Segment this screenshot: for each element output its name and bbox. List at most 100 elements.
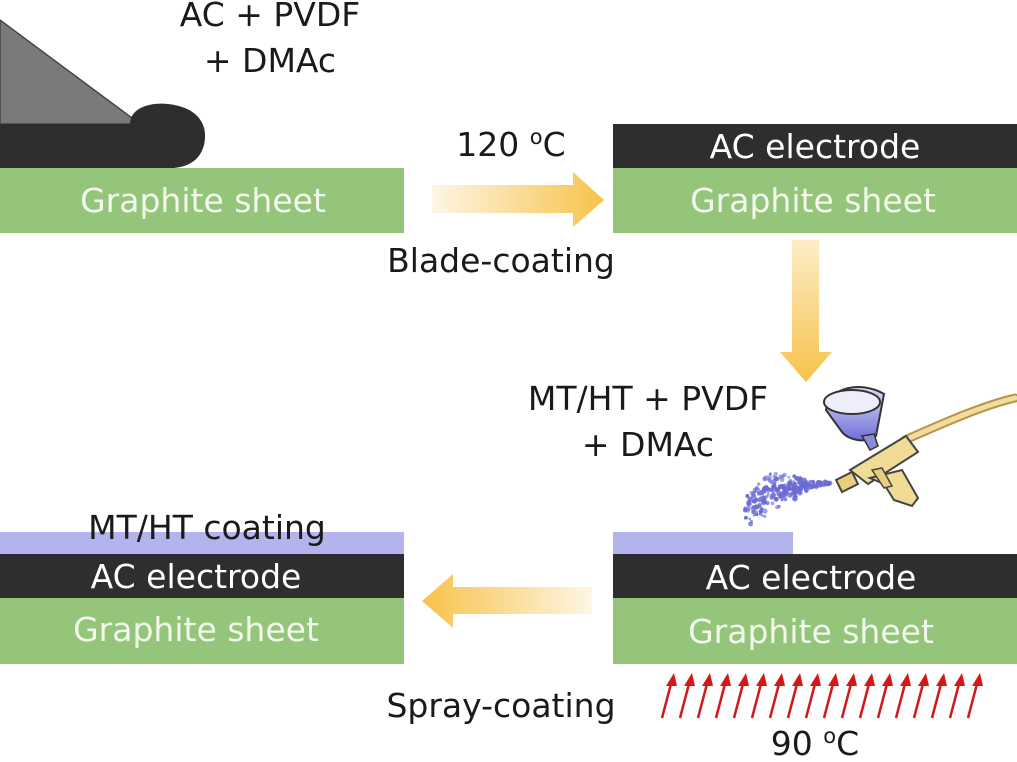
heat-arrow-head: [882, 673, 893, 686]
heat-arrow-shaft: [678, 679, 692, 719]
spray-particle: [754, 512, 759, 516]
electrode-stack-1: AC electrode Graphite sheet: [613, 124, 1017, 233]
ac-electrode-label-2: AC electrode: [706, 558, 917, 597]
graphite-sheet-3: [613, 598, 1017, 664]
heat-arrow-shaft: [912, 679, 926, 719]
spray-particle: [745, 508, 751, 513]
heat-arrow-head: [828, 673, 839, 686]
spray-particle: [765, 494, 769, 499]
wet-ac-layer: [0, 124, 175, 168]
spray-particle: [760, 490, 763, 493]
heat-arrow-head: [720, 673, 731, 686]
spray-particle: [794, 485, 798, 489]
heat-arrow-shaft: [714, 679, 728, 719]
spray-particle: [795, 477, 799, 481]
spray-particle: [750, 506, 757, 512]
graphite-sheet-label-2: Graphite sheet: [690, 181, 936, 220]
spray-particle: [782, 472, 787, 478]
spray-particle: [787, 475, 791, 479]
heat-arrow-head: [702, 673, 713, 686]
spray-particle: [773, 471, 778, 477]
spray-particle: [799, 477, 803, 481]
graphite-sheet-label-4: Graphite sheet: [73, 610, 319, 649]
spray-particle: [754, 497, 758, 502]
spray-particle: [770, 501, 775, 506]
arrow-left-step2: [422, 574, 592, 628]
spray-particle: [764, 485, 769, 489]
arrow-right-step1: [432, 172, 604, 227]
spray-particle: [824, 482, 827, 485]
spray-particle: [774, 477, 778, 481]
spray-particle: [752, 514, 756, 517]
spray-particle: [783, 486, 786, 489]
heat-arrow-shaft: [768, 679, 782, 719]
spray-particle: [767, 492, 770, 496]
spray-particle: [775, 505, 779, 510]
spray-materials-line2: + DMAc: [582, 425, 714, 464]
spray-particle: [744, 516, 747, 520]
heat-arrow-head: [756, 673, 767, 686]
step2-process-label: Spray-coating: [386, 686, 615, 725]
graphite-sheet-label-3: Graphite sheet: [688, 612, 934, 651]
spray-particle: [820, 480, 824, 484]
heat-arrow-shaft: [822, 679, 836, 719]
spray-particle: [776, 490, 782, 497]
spray-particle: [791, 483, 796, 488]
spray-gun-icon: [823, 386, 1017, 508]
spray-particle: [748, 521, 753, 527]
step2-temperature: 90 oC: [771, 724, 859, 762]
heat-arrow-head: [846, 673, 857, 686]
heat-arrow-shaft: [750, 679, 764, 719]
heat-arrow-head: [954, 673, 965, 686]
spray-particle: [775, 487, 779, 491]
heat-arrow-head: [972, 673, 983, 686]
spray-particle: [798, 480, 805, 487]
heat-arrows: [660, 673, 983, 719]
step1-process-label: Blade-coating: [387, 241, 615, 280]
doctor-blade-icon: [0, 19, 143, 125]
spray-particle: [745, 494, 750, 498]
ac-electrode-label-3: AC electrode: [91, 557, 302, 596]
spray-particle: [758, 512, 763, 516]
spray-particle: [787, 485, 791, 490]
blade-coating-stage: Graphite sheet AC + PVDF + DMAc: [0, 0, 404, 233]
spray-particle: [782, 490, 789, 496]
coating-partial: [613, 532, 793, 554]
ac-electrode-3: [0, 554, 404, 598]
spray-particle: [780, 498, 784, 502]
spray-particle: [809, 479, 812, 483]
heat-arrow-shaft: [804, 679, 818, 719]
spray-particle: [772, 475, 775, 478]
heat-arrow-shaft: [858, 679, 872, 719]
spray-particle: [763, 514, 767, 519]
electrode-stack-2: AC electrode Graphite sheet: [613, 532, 1017, 664]
spray-particle: [787, 480, 792, 486]
spray-particle: [787, 492, 793, 498]
heat-arrow-shaft: [876, 679, 890, 719]
graphite-sheet-2: [613, 168, 1017, 233]
heat-arrow-shaft: [786, 679, 800, 719]
spray-particle: [759, 509, 762, 512]
step1-temperature: 120 oC: [456, 125, 565, 164]
spray-particle: [797, 490, 803, 496]
spray-particle: [757, 482, 761, 486]
spray-particle: [767, 475, 772, 480]
spray-particle: [804, 487, 809, 493]
heat-arrow-head: [900, 673, 911, 686]
spray-particle: [765, 500, 770, 506]
blade-materials-line2: + DMAc: [204, 41, 336, 80]
spray-particle: [756, 510, 759, 513]
spray-particle: [768, 472, 772, 476]
spray-particle: [748, 517, 751, 521]
spray-particle: [792, 495, 798, 502]
spray-particles: [742, 471, 833, 527]
spray-particle: [808, 483, 812, 487]
blade-materials-line1: AC + PVDF: [180, 0, 361, 34]
spray-particle: [796, 486, 801, 491]
spray-particle: [791, 487, 796, 491]
heat-arrow-head: [936, 673, 947, 686]
heat-arrow-shaft: [840, 679, 854, 719]
spray-particle: [769, 487, 774, 492]
spray-particle: [748, 497, 753, 502]
graphite-sheet-4: [0, 598, 404, 664]
